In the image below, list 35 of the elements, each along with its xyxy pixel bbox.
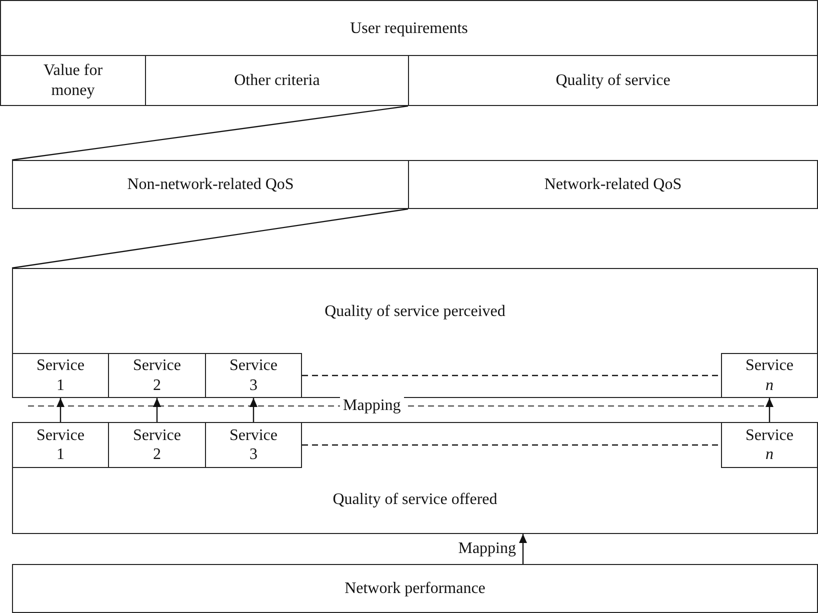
arrow [153, 398, 161, 422]
group-heading: User requirements [349, 19, 469, 39]
group-box [12, 268, 818, 398]
arrow [519, 534, 527, 564]
box-label: Network-related QoS [544, 174, 682, 194]
box-label: Network performance [344, 578, 486, 598]
box-label: Quality of service [556, 70, 670, 90]
group-heading: Quality of service offered [332, 490, 498, 510]
box-label: Service n [746, 356, 794, 395]
box-label: Service 1 [36, 356, 84, 395]
group-box [0, 0, 818, 106]
box-label: Service 3 [230, 356, 278, 395]
box-label: Service 2 [133, 426, 181, 464]
arrow [56, 398, 64, 422]
process-box [721, 422, 818, 468]
arrow [766, 398, 774, 422]
process-box [205, 422, 302, 468]
connector-line [12, 105, 408, 161]
box-label: Other criteria [234, 70, 320, 90]
dashed-connector [302, 444, 721, 446]
mapping-label: Mapping [340, 396, 404, 416]
box-label: Service 2 [133, 356, 181, 395]
box-label: Service 1 [36, 426, 84, 464]
process-box [721, 353, 818, 398]
box-label: Non-network-related QoS [127, 174, 294, 194]
box-label: Service n [746, 426, 794, 464]
process-box [205, 353, 302, 398]
box-label: Value for money [42, 61, 104, 100]
arrow [250, 398, 258, 422]
connector-line [12, 208, 408, 269]
box-label: Service 3 [230, 426, 278, 464]
group-heading: Quality of service perceived [324, 302, 506, 322]
group-box [12, 422, 818, 534]
process-box [12, 564, 818, 613]
dashed-connector [302, 374, 721, 376]
